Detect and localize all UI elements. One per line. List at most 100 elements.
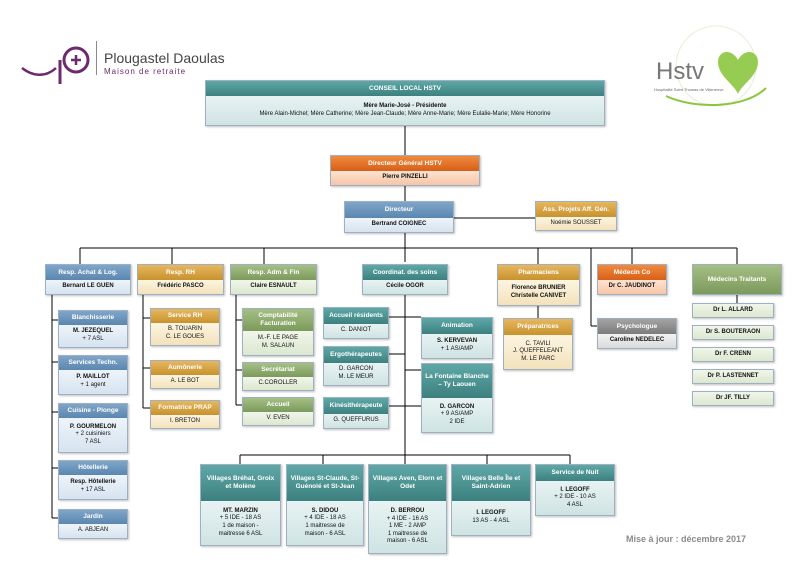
ass-name: Noémie SOUSSET [550,219,602,226]
anim-title: Animation [422,318,492,334]
v3-l1: + 4 IDE - 16 AS [386,515,429,522]
rh-name: Frédéric PASCO [157,283,204,290]
doctor-box: Dr S. BOUTERAON [692,325,774,340]
achat-title: Resp. Achat & Log. [46,265,130,280]
techn-name: P. MAILLOT [76,374,110,381]
hotel-title: Hôtellerie [59,461,127,475]
psy-name: Caroline NEDELEC [609,337,665,344]
dg-name: Pierre PINZELLI [382,174,428,181]
conseil-title: CONSEIL LOCAL HSTV [206,81,604,96]
logo-right-name: Hstv [656,58,704,85]
medt-title: Médecins Traitants [693,265,781,294]
nuit-title: Service de Nuit [536,465,614,481]
accres-title: Accueil résidents [324,308,388,324]
ergo-title: Ergothérapeutes [324,347,388,363]
doctor-name: Dr P. LASTENNET [707,372,759,379]
secretariat-box: Secrétariat C.COROLLER [242,362,314,391]
v3-name: D. BERROU [390,508,425,515]
coord-box: Coordinat. des soins Cécile OGOR [362,264,448,295]
accueil-title: Accueil [243,398,313,412]
v1-name: MT. MARZIN [223,507,258,514]
doctor-box: Dr F. CRENN [692,347,774,362]
plougastel-logo-mark [21,46,90,84]
secr-title: Secrétariat [243,363,313,377]
doctor-name: Dr L. ALLARD [713,306,753,313]
fontaine-box: La Fontaine Blanche – Ty Laouen D. GARCO… [421,363,493,433]
compta-title: Comptabilité Facturation [243,309,313,331]
animation-box: Animation S. KERVEVAN+ 1 AS/AMP [421,317,493,359]
v2-l2: 1 maitresse de [305,523,345,529]
medecin-co-box: Médecin Co Dr C. JAUDINOT [597,264,667,295]
prep-n2: J. QUEFFELEANT [512,348,563,355]
doctor-name: Dr S. BOUTERAON [705,328,761,335]
ass-projets-box: Ass. Projets Aff. Gén. Noémie SOUSSET [535,201,617,231]
kine-box: Kinésithérapeute G. QUEFFURUS [323,397,389,429]
dg-title: Directeur Général HSTV [331,156,479,171]
accueil-name: V. EVEN [266,414,290,421]
service-nuit-box: Service de Nuit I. LEGOFF+ 2 IDE - 10 AS… [535,464,615,516]
prep-title: Préparatrices [504,319,572,335]
techn-title: Services Techn. [59,356,127,370]
cuisine-box: Cuisine - Plonge P. GOURMELON+ 2 cuisini… [58,403,128,453]
accueil-residents-box: Accueil résidents C. DANIOT [323,307,389,339]
pharma-title: Pharmaciens [498,265,579,280]
font-extra2: 2 IDE [449,418,465,425]
prap-box: Formatrice PRAP I. BRETON [150,400,220,429]
achat-name: Bernard LE GUEN [62,283,114,290]
psychologue-box: Psychologue Caroline NEDELEC [597,318,677,349]
ass-title: Ass. Projets Aff. Gén. [536,202,616,217]
adm-box: Resp. Adm & Fin Claire ESNAULT [230,264,317,295]
v1-l1: + 5 IDE - 18 AS [219,515,262,522]
aumo-title: Aumônerie [151,361,219,375]
v3-l3: 1 maitresse de [387,530,428,537]
v4-name: I. LEGOFF [476,510,506,517]
jardin-title: Jardin [59,510,127,524]
v4-title: Villages Belle Île et Saint-Adrien [452,465,530,501]
hotel-name: Resp. Hôtellerie [70,479,116,486]
doctor-box: Dr JF. TILLY [692,391,774,406]
ergo-n2: M. LE MEUR [338,374,374,380]
rh-box: Resp. RH Frédéric PASCO [137,264,224,295]
directeur-box: Directeur Bertrand COIGNEC [344,201,454,233]
prap-title: Formatrice PRAP [151,401,219,415]
font-name: D. GARCON [439,403,475,410]
doctor-name: Dr F. CRENN [714,350,751,357]
techn-box: Services Techn. P. MAILLOT+ 1 agent [58,355,128,395]
accueil-box: Accueil V. EVEN [242,397,314,426]
v1-title: Villages Bréhat, Groix et Molène [201,465,280,501]
directeur-title: Directeur [345,202,453,218]
logo-right-sub: Hospitalité Saint Thomas de Villeneuve [654,87,724,92]
conseil-members: Mère Alain-Michel; Mère Catherine; Mère … [259,110,551,117]
hotel-extra: + 17 ASL [80,487,106,493]
anim-extra: + 1 AS/AMP [440,346,474,352]
v3-title: Villages Aven, Elorn et Odet [369,465,446,501]
accres-name: C. DANIOT [340,327,372,334]
rh-title: Resp. RH [138,265,223,280]
blanch-extra: + 7 ASL [82,336,104,342]
directeur-name: Bertrand COIGNEC [371,221,427,228]
adm-name: Claire ESNAULT [250,283,297,290]
cuisine-extra2: 7 ASL [84,438,101,445]
update-date: Mise à jour : décembre 2017 [626,534,747,544]
nuit-l2: 4 ASL [566,501,583,508]
techn-extra: + 1 agent [80,382,106,388]
logo-hstv: Hstv Hospitalité Saint Thomas de Villene… [646,18,776,108]
village-1-box: Villages Bréhat, Groix et Molène MT. MAR… [200,464,281,546]
secr-name: C.COROLLER [258,379,298,386]
pharma-n1: Florence BRUNIER [511,284,566,291]
srh-title: Service RH [151,309,219,323]
medecins-traitants-box: Médecins Traitants [692,264,782,295]
font-title: La Fontaine Blanche – Ty Laouen [422,364,492,398]
v2-l1: + 4 IDE - 18 AS [304,515,346,522]
doctor-box: Dr P. LASTENNET [692,369,774,384]
dg-box: Directeur Général HSTV Pierre PINZELLI [330,155,480,186]
prep-n1: C. TAVILI [525,340,551,347]
pharma-n2: Christelle CANIVET [510,292,567,299]
achat-box: Resp. Achat & Log. Bernard LE GUEN [45,264,131,295]
village-4-box: Villages Belle Île et Saint-Adrien I. LE… [451,464,531,536]
cuisine-name: P. GOURMELON [69,423,117,430]
ergo-n1: D. GARCON [338,366,373,373]
blanch-name: M. JEZEQUEL [72,328,113,335]
